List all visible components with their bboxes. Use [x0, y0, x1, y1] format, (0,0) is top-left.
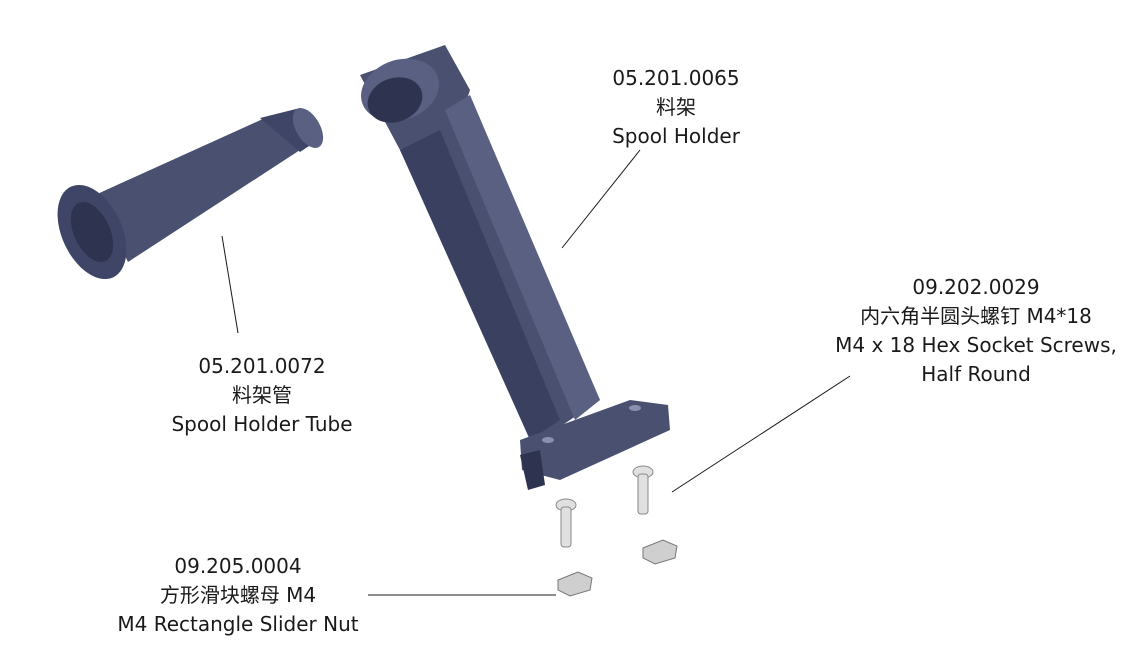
- part-name-cn: 料架: [656, 95, 696, 119]
- part-code: 09.202.0029: [912, 275, 1040, 299]
- label-spool-holder: 05.201.0065 料架 Spool Holder: [612, 64, 740, 151]
- label-slider-nut: 09.205.0004 方形滑块螺母 M4 M4 Rectangle Slide…: [117, 552, 358, 639]
- part-code: 09.205.0004: [174, 554, 302, 578]
- label-spool-holder-tube: 05.201.0072 料架管 Spool Holder Tube: [171, 352, 352, 439]
- spool-holder-tube-drawing: [57, 108, 324, 280]
- part-name-en: M4 x 18 Hex Socket Screws,: [835, 333, 1117, 357]
- part-code: 05.201.0072: [198, 354, 326, 378]
- screws-drawing: [555, 465, 654, 548]
- part-name-en: Spool Holder Tube: [171, 412, 353, 436]
- leader-lines: [221, 149, 851, 596]
- leader-line-screws: [671, 375, 851, 493]
- part-name-en-2: Half Round: [921, 362, 1031, 386]
- part-name-cn: 方形滑块螺母 M4: [159, 583, 317, 607]
- nuts-drawing: [557, 539, 678, 597]
- part-code: 05.201.0065: [612, 66, 740, 90]
- part-name-cn: 内六角半圆头螺钉 M4*18: [860, 304, 1092, 328]
- leader-line-tube: [221, 235, 239, 334]
- spool-holder-drawing: [360, 45, 670, 490]
- leader-line-spool-holder: [561, 149, 641, 249]
- part-name-cn: 料架管: [231, 383, 292, 407]
- part-name-en: M4 Rectangle Slider Nut: [117, 612, 359, 636]
- part-name-en: Spool Holder: [612, 124, 740, 148]
- label-hex-socket-screws: 09.202.0029 内六角半圆头螺钉 M4*18 M4 x 18 Hex S…: [835, 273, 1117, 389]
